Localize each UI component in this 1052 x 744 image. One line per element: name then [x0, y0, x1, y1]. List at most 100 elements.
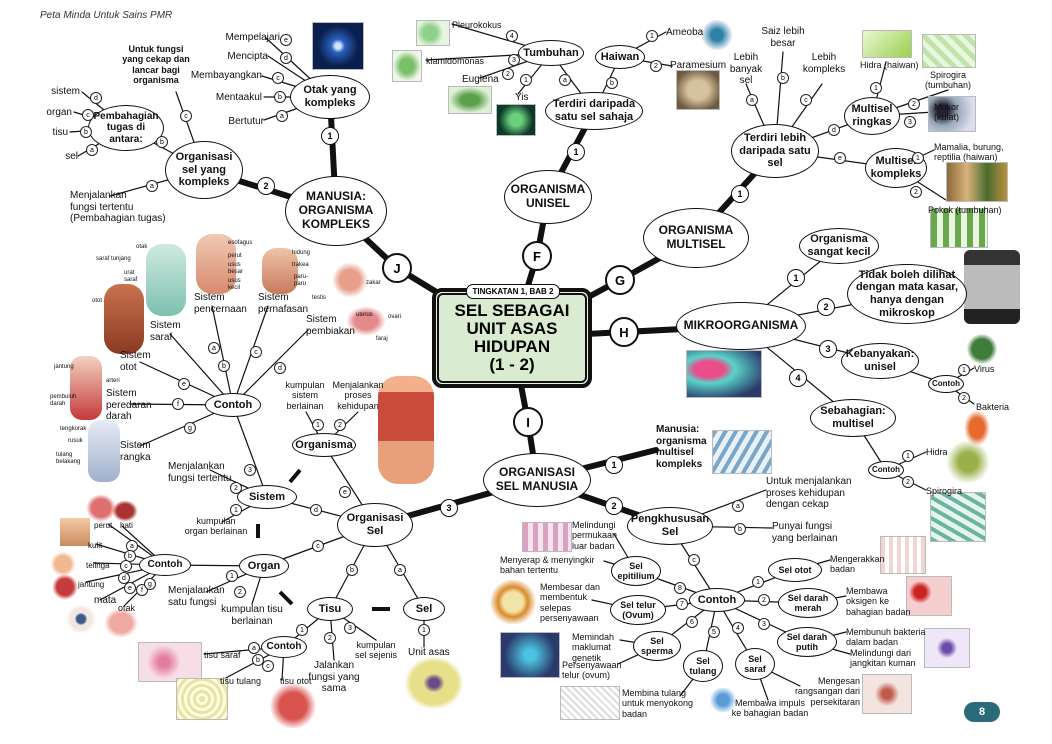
node-pembahagian: Pembahagian tugas di antara: [88, 105, 164, 151]
yis-image [496, 104, 536, 136]
label-mengerakkan: Mengerakkan badan [830, 554, 885, 575]
label-lebih-kompleks: Lebih kompleks [802, 52, 846, 75]
fig-label-saraf-tunjang: saraf tunjang [96, 256, 131, 262]
fig-label-tulang-belakang: tulang belakang [56, 452, 81, 465]
euglena-image [448, 86, 492, 114]
fig-label-pembuluh: pembuluh darah [50, 394, 77, 407]
connector-marker: 3 [904, 116, 916, 128]
node-m4: Sebahagian: multisel [810, 399, 896, 437]
plants-image [930, 208, 988, 248]
node-sel-darah-merah: Sel darah merah [778, 588, 838, 618]
ameoba-image [700, 20, 734, 50]
label-unit-asas: Unit asas [408, 647, 450, 658]
neuron-image [312, 22, 364, 70]
label-kumpulan-tisu: kumpulan tisu berlainan [221, 604, 283, 627]
label-saiz-besar: Saiz lebih besar [761, 26, 805, 49]
paramesium-image [676, 70, 720, 110]
connector-marker: 3 [244, 464, 256, 476]
label-membayangkan: Membayangkan [190, 70, 262, 81]
connector-marker: 2 [908, 98, 920, 110]
microscope-image [964, 250, 1020, 324]
label-telinga: telinga [86, 561, 110, 570]
connector-marker: b [218, 360, 230, 372]
label-memindah: Memindah maklumat genetik [572, 632, 615, 663]
label-kulit: kulit [88, 541, 103, 550]
fig-label-trakea: trakea [292, 262, 309, 268]
human-figure-pencernaan [196, 234, 236, 294]
node-tumbuhan: Tumbuhan [518, 40, 584, 66]
connector-marker: 1 [312, 419, 324, 431]
label-membina-tulang: Membina tulang untuk menyokong badan [622, 688, 694, 719]
label-sistem-pembiakan: Sistem pembiakan [306, 314, 355, 337]
label-melindungi-permukaan: Melindungi permukaan luar badan [572, 520, 618, 551]
connector-marker: 2 [902, 476, 914, 488]
badge-i: I [513, 407, 543, 437]
label-paramesium: Paramesium [670, 60, 727, 71]
fig-label-faraj: faraj [376, 336, 388, 342]
saraf-image [862, 674, 912, 714]
mukor-image [928, 96, 976, 132]
connector-marker: c [800, 94, 812, 106]
connector-marker: g [184, 422, 196, 434]
cell-image [404, 656, 464, 710]
connector-marker: c [272, 72, 284, 84]
human-figure-pernafasan [262, 248, 298, 294]
connector-marker: a [146, 180, 158, 192]
fig-label-jantung: jantung [54, 364, 74, 370]
connector-marker: 5 [708, 626, 720, 638]
node-organisma: Organisma [292, 433, 356, 457]
human-figure-saraf [146, 244, 186, 316]
connector-marker: c [262, 660, 274, 672]
badge-h: H [609, 317, 639, 347]
skin-image [60, 518, 90, 546]
connector-marker: 2 [324, 632, 336, 644]
label-otak: otak [118, 603, 136, 613]
connector-marker: d [90, 92, 102, 104]
connector-line [232, 329, 309, 406]
connector-marker: b [274, 91, 286, 103]
connector-marker: 2 [650, 60, 662, 72]
label-mukor: Mukor (kulat) [934, 102, 960, 123]
label-menjalankan-fungsi-tertentu: Menjalankan fungsi tertentu [168, 461, 232, 484]
label-membawa-oksigen: Membawa oksigen ke bahagian badan [846, 586, 911, 617]
connector-marker: c [180, 110, 192, 122]
connector-marker: 1 [912, 152, 924, 164]
connector-marker: b [346, 564, 358, 576]
node-satu-sel: Terdiri daripada satu sel sahaja [545, 92, 643, 130]
label-untuk-fungsi: Untuk fungsi yang cekap dan lancar bagi … [122, 44, 190, 86]
node-contoh-sel: Contoh [689, 588, 745, 612]
label-tisu: tisu [52, 127, 68, 138]
label-manusia-multisel: Manusia: organisma multisel kompleks [656, 424, 707, 470]
node-haiwan: Haiwan [595, 45, 645, 69]
ovum-image [488, 580, 538, 624]
label-tisu-tulang: tisu tulang [220, 676, 262, 686]
connector-marker: b [777, 72, 789, 84]
connector-marker: 1 [958, 364, 970, 376]
connector-marker: e [124, 582, 136, 594]
label-spirogira: Spirogira [926, 486, 963, 496]
label-kumpulan-sel: kumpulan sel sejenis [354, 640, 398, 661]
hidra-small-image [946, 440, 990, 484]
tisu-tulang-image [176, 678, 228, 720]
uterus-image [346, 306, 386, 336]
bacteria-image [686, 350, 762, 398]
label-pokok: Pokok (tumbuhan) [928, 205, 1002, 215]
node-contoh-organ: Contoh [139, 554, 191, 576]
stomach-image [86, 494, 116, 522]
connector-marker: 2 [958, 392, 970, 404]
fig-label-tengkorak: tengkorak [60, 426, 87, 432]
label-menjalankan-satu-fungsi: Menjalankan satu fungsi [168, 585, 225, 608]
tulang-cells-image [560, 686, 620, 720]
chapter-tag: TINGKATAN 1, BAB 2 [466, 284, 560, 299]
connector-marker: b [124, 550, 136, 562]
label-bertutur: Bertutur [228, 116, 264, 127]
fig-label-paru: paru- paru [294, 274, 309, 287]
node-sel-otot: Sel otot [768, 558, 822, 582]
label-persenyawaan: Persenyawaan telur (ovum) [562, 660, 622, 681]
branch-number-badge: 1 [605, 456, 623, 474]
fig-label-uterus: uterus [356, 312, 373, 318]
badge-f: F [522, 241, 552, 271]
page-number: 8 [964, 702, 1000, 722]
label-hidra: Hidra [926, 447, 948, 457]
label-kumpulan-sistem: kumpulan sistem berlainan [285, 380, 325, 411]
